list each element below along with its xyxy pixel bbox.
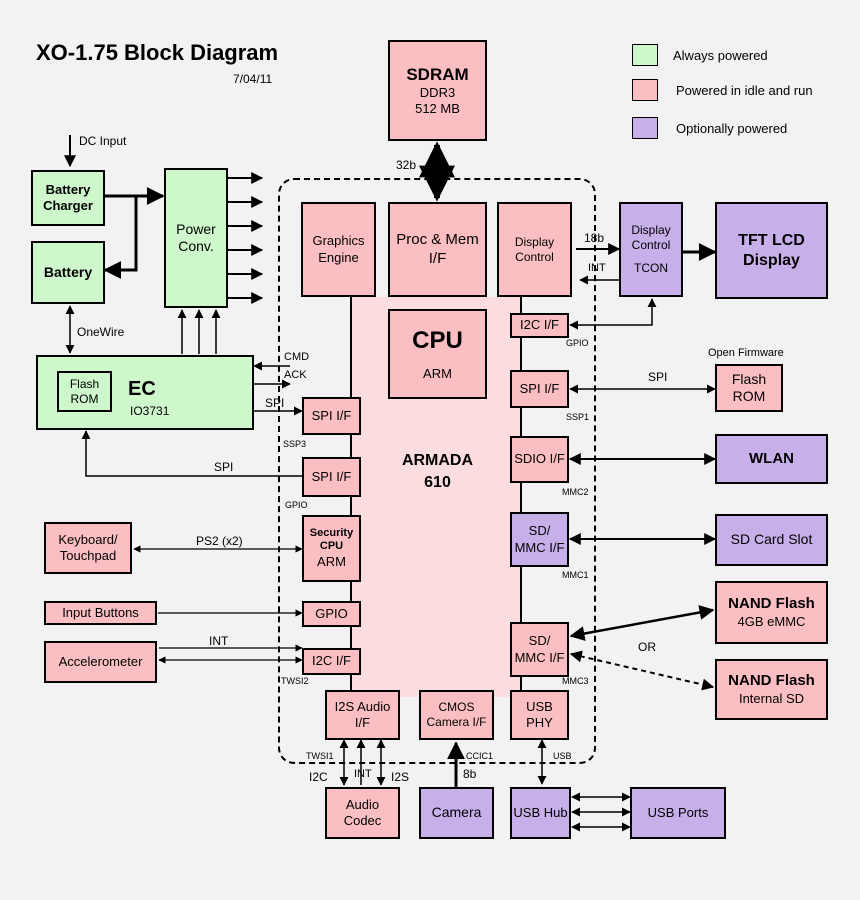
spi-if-right-block: SPI I/F	[510, 370, 569, 408]
bus-18b-label: 18b	[584, 231, 605, 245]
input-buttons-block: Input Buttons	[44, 601, 157, 625]
accelerometer-block: Accelerometer	[44, 641, 157, 683]
i2c-if-left-block: I2C I/F	[302, 648, 361, 675]
camera-block: Camera	[419, 787, 494, 839]
spi-if-left2-block: SPI I/F	[302, 457, 361, 497]
flash-rom-of-block: Flash ROM	[715, 364, 783, 412]
spi-if-left1-block: SPI I/F	[302, 397, 361, 435]
gpio-port-label: GPIO	[285, 500, 308, 510]
spi-ec-label: SPI	[265, 396, 285, 410]
int-tcon-label: INT	[588, 262, 606, 274]
nand1-sub: 4GB eMMC	[737, 613, 806, 629]
proc-mem-if-block: Proc & Mem I/F	[388, 202, 487, 297]
i2c-codec-label: I2C	[309, 770, 328, 784]
usb-hub-block: USB Hub	[510, 787, 571, 839]
twsi2-label: TWSI2	[281, 676, 309, 686]
security-cpu-title: Security CPU	[309, 526, 354, 553]
wlan-block: WLAN	[715, 434, 828, 484]
legend-swatch-optional	[632, 117, 658, 139]
i2c-if-top-block: I2C I/F	[510, 313, 569, 338]
i2s-audio-if-block: I2S Audio I/F	[325, 690, 400, 740]
sd-card-slot-block: SD Card Slot	[715, 514, 828, 566]
display-control-block: Display Control	[497, 202, 572, 297]
twsi1-label: TWSI1	[306, 751, 334, 761]
legend-label-always: Always powered	[673, 48, 768, 63]
sdmmc1-if-block: SD/ MMC I/F	[510, 512, 569, 567]
security-cpu-arch: ARM	[317, 554, 346, 570]
sdram-size: 512 MB	[415, 101, 460, 117]
cmd-label: CMD	[284, 351, 310, 363]
nand2-title: NAND Flash	[728, 672, 815, 689]
ec-flash-rom-block: Flash ROM	[57, 371, 112, 412]
int-codec-label: INT	[354, 768, 372, 780]
spi-ec2-label: SPI	[214, 460, 234, 474]
tft-lcd-display-block: TFT LCD Display	[715, 202, 828, 299]
nand-flash-emmc-block: NAND Flash 4GB eMMC	[715, 581, 828, 644]
sdmmc3-if-block: SD/ MMC I/F	[510, 622, 569, 677]
battery-block: Battery	[31, 241, 105, 304]
cpu-block: CPU ARM	[388, 309, 487, 399]
cpu-title: CPU	[412, 326, 463, 354]
sdram-type: DDR3	[419, 84, 456, 100]
graphics-engine-block: Graphics Engine	[301, 202, 376, 297]
keyboard-touchpad-block: Keyboard/ Touchpad	[44, 522, 132, 574]
security-cpu-block: Security CPU ARM	[302, 515, 361, 582]
nand2-sub: Internal SD	[738, 690, 805, 706]
bus-32b-label: 32b	[396, 158, 417, 172]
battery-charger-block: Battery Charger	[31, 170, 105, 226]
power-conv-block: Power Conv.	[164, 168, 228, 308]
int-accelerometer-label: INT	[209, 634, 229, 648]
legend-label-idle: Powered in idle and run	[676, 83, 813, 98]
usb-phy-block: USB PHY	[510, 690, 569, 740]
armada-label: ARMADA 610	[401, 452, 474, 492]
sdio-if-block: SDIO I/F	[510, 436, 569, 483]
spi-of-label: SPI	[648, 370, 668, 384]
open-firmware-label: Open Firmware	[708, 347, 784, 359]
sdram-block: SDRAM DDR3 512 MB	[388, 40, 487, 141]
ssp3-label: SSP3	[283, 439, 307, 449]
legend-swatch-always	[632, 44, 658, 66]
ec-title: EC	[128, 378, 156, 400]
ack-label: ACK	[284, 369, 307, 381]
onewire-label: OneWire	[77, 325, 125, 339]
mmc1-label: MMC1	[562, 570, 589, 580]
ssp1-label: SSP1	[566, 412, 590, 422]
tcon-block: Display Control TCON	[619, 202, 683, 297]
legend-label-optional: Optionally powered	[676, 121, 788, 136]
tcon-label: Display Control	[631, 223, 671, 252]
ps2-label: PS2 (x2)	[196, 534, 243, 548]
usb-ports-block: USB Ports	[630, 787, 726, 839]
usb-port-label: USB	[553, 751, 572, 761]
legend-swatch-idle	[632, 79, 658, 101]
diagram-date: 7/04/11	[233, 72, 273, 86]
mmc2-label: MMC2	[562, 487, 589, 497]
i2s-codec-label: I2S	[391, 770, 410, 784]
tcon-sub: TCON	[634, 261, 668, 275]
dc-input-label: DC Input	[79, 134, 127, 148]
diagram-title: XO-1.75 Block Diagram	[36, 40, 279, 65]
sdram-title: SDRAM	[406, 64, 469, 84]
nand-flash-sd-block: NAND Flash Internal SD	[715, 659, 828, 720]
cmos-camera-if-block: CMOS Camera I/F	[419, 690, 494, 740]
ccic1-label: CCIC1	[466, 751, 494, 761]
ec-part-number: IO3731	[130, 404, 170, 418]
mmc3-label: MMC3	[562, 676, 589, 686]
audio-codec-block: Audio Codec	[325, 787, 400, 839]
gpio-block: GPIO	[302, 601, 361, 627]
nand1-title: NAND Flash	[728, 595, 815, 612]
camera-8b-label: 8b	[463, 767, 477, 781]
or-label: OR	[638, 640, 656, 654]
gpio-i2c-label: GPIO	[566, 338, 589, 348]
cpu-arch: ARM	[423, 365, 452, 381]
